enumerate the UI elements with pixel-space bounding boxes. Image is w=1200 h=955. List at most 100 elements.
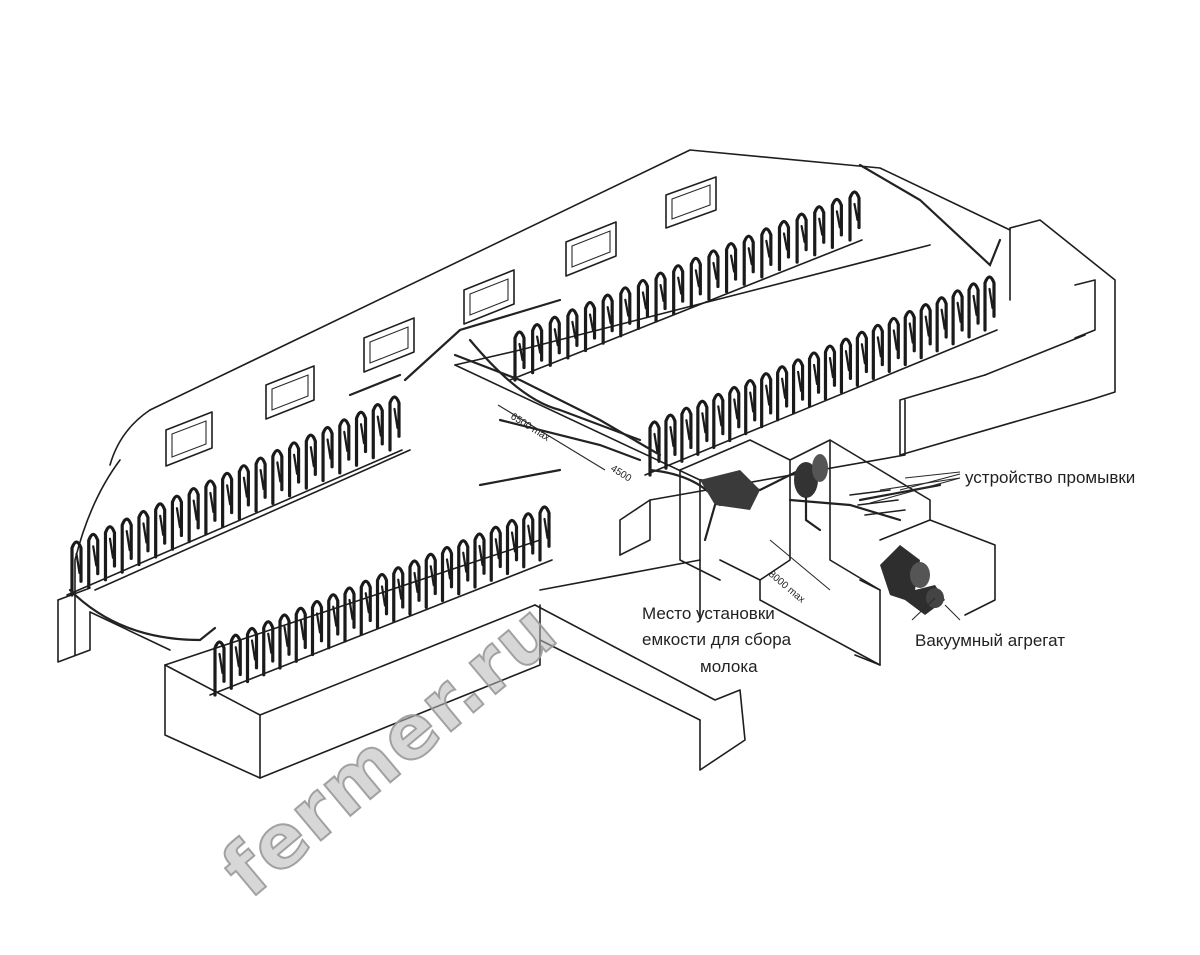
stall-divider (429, 565, 435, 587)
stall-divider (159, 514, 165, 536)
stall-arch (728, 385, 741, 443)
stall-divider (828, 356, 835, 379)
stall-rail (644, 329, 998, 476)
stall-arch (375, 572, 389, 630)
stall-arch (776, 365, 789, 422)
stall-arch (271, 448, 284, 506)
stall-arch (742, 234, 755, 286)
stall-arch (343, 586, 356, 643)
stall-divider (234, 646, 240, 668)
stall-divider (376, 415, 382, 437)
stall-divider (853, 202, 859, 222)
stall-divider (588, 313, 595, 332)
stall-arch (408, 559, 421, 616)
stall-arch (744, 378, 757, 436)
stall-divider (796, 370, 803, 392)
stall-divider (267, 632, 273, 654)
stall-arch (696, 399, 709, 456)
stall-arch (354, 410, 368, 467)
stall-arch (654, 271, 667, 323)
vacuum-unit-label: Вакуумный агрегат (915, 631, 1065, 650)
stall-arch (712, 392, 725, 449)
stall-arch (505, 518, 519, 576)
stall-arch (457, 539, 470, 596)
stall-arch (522, 512, 535, 569)
stall-arch (120, 517, 133, 574)
stall-arch (777, 219, 791, 272)
stall-arch (887, 316, 900, 374)
stall-divider (800, 225, 806, 244)
stall-arch (70, 540, 83, 597)
stall-row-front (209, 505, 553, 697)
stall-arch (213, 640, 226, 697)
stall-divider (701, 412, 707, 434)
stall-arch (648, 420, 661, 477)
stall-arch (760, 372, 773, 429)
stall-arch (254, 456, 267, 513)
stall-arch (304, 433, 317, 490)
stall-arch (707, 249, 720, 301)
stall-arch (823, 344, 837, 401)
watermark: fermer.ru fermer.ru (205, 585, 574, 915)
stall-arch (951, 289, 964, 346)
stall-row-upper (509, 190, 863, 382)
stall-divider (209, 491, 215, 514)
stall-divider (125, 530, 131, 552)
stall-arch (636, 278, 650, 331)
stall-arch (839, 337, 853, 394)
stall-arch (664, 413, 677, 470)
stall-arch (103, 525, 117, 582)
stall-arch (187, 486, 200, 544)
stall-arch (310, 599, 324, 657)
stall-arch (204, 479, 217, 536)
stall-divider (332, 605, 338, 627)
stall-row-left (66, 395, 403, 597)
stall-divider (462, 551, 468, 573)
stall-arch (245, 626, 259, 684)
stall-divider (250, 639, 257, 661)
stall-rail (66, 449, 403, 596)
stall-arch (287, 441, 301, 498)
stall-divider (413, 571, 419, 594)
stall-row-right (644, 275, 998, 477)
stall-arch (221, 471, 234, 528)
stall-arch (321, 425, 334, 483)
stall-divider (348, 598, 354, 621)
stall-divider (478, 544, 484, 567)
stall-divider (380, 585, 387, 607)
stall-arch (871, 323, 884, 380)
stall-arch (680, 406, 693, 463)
watermark-text-outline: fermer.ru (206, 586, 573, 914)
stall-divider (988, 287, 994, 310)
dimension-c-label: 8000 max (766, 569, 807, 606)
stall-arch (983, 275, 996, 332)
stall-arch (855, 330, 868, 387)
stall-arch (795, 212, 808, 264)
stall-arch (392, 566, 405, 623)
tank-place-label-line1: Место установки (642, 604, 775, 623)
tank-place-label-line2: емкости для сбора (642, 630, 792, 649)
stall-divider (518, 342, 524, 362)
leader-lines (869, 477, 961, 621)
stall-arch (813, 205, 826, 257)
stall-arch (278, 613, 291, 670)
stall-divider (908, 322, 914, 344)
stall-divider (553, 328, 559, 347)
stall-divider (276, 461, 282, 483)
washing-device-label: устройство промывки (965, 468, 1135, 487)
stall-divider (364, 592, 370, 614)
stall-arch (531, 323, 544, 375)
stall-divider (543, 517, 549, 540)
stall-divider (940, 308, 946, 330)
stall-divider (641, 291, 648, 310)
stall-divider (142, 522, 148, 544)
stall-divider (972, 294, 978, 317)
stall-arch (424, 552, 437, 609)
stall-divider (892, 329, 898, 351)
stall-arch (513, 330, 526, 382)
stall-arch (229, 633, 242, 690)
stall-divider (653, 432, 659, 455)
stall-divider (844, 350, 851, 372)
stall-arch (87, 532, 100, 589)
stall-arch (327, 593, 340, 650)
